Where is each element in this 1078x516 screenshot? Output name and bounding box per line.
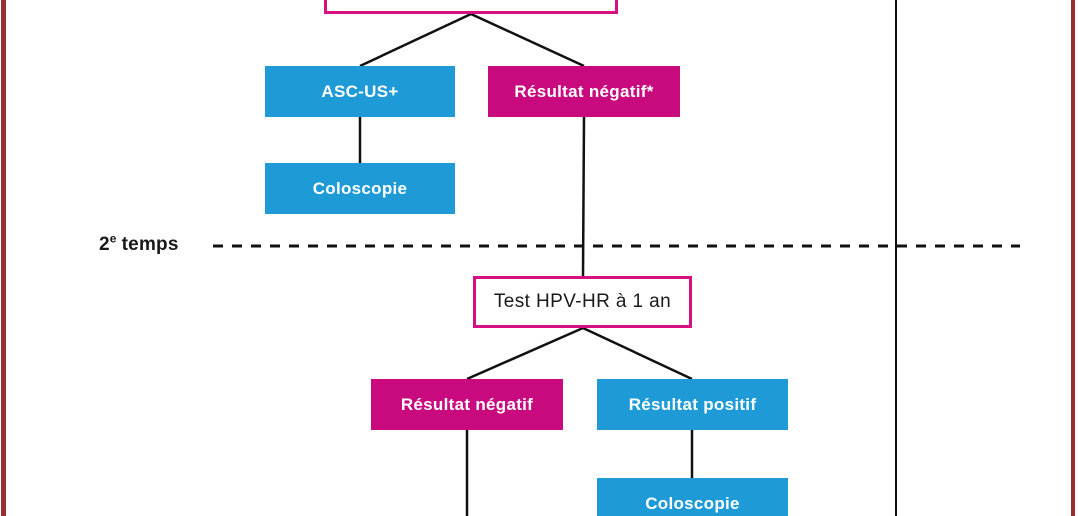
page-border-left	[1, 0, 6, 516]
node-resultat-negatif-2: Résultat négatif	[371, 379, 563, 430]
top-partial-box	[324, 0, 618, 14]
node-resultat-positif: Résultat positif	[597, 379, 788, 430]
node-test-hpv-hr-1an-label: Test HPV-HR à 1 an	[493, 291, 672, 312]
node-resultat-negatif-2-label: Résultat négatif	[400, 394, 534, 414]
edge-top-to-ascus	[359, 12, 472, 68]
node-resultat-positif-label: Résultat positif	[628, 394, 757, 414]
phase-number: 2	[99, 234, 110, 255]
node-coloscopie-1: Coloscopie	[265, 163, 455, 214]
phase-superscript: e	[109, 231, 117, 246]
node-asc-us-label: ASC-US+	[321, 81, 399, 101]
edge-testhpv-to-positif	[582, 326, 693, 381]
node-coloscopie-2: Coloscopie	[597, 478, 788, 516]
edge-testhpv-to-negatif2	[466, 326, 584, 381]
node-coloscopie-1-label: Coloscopie	[312, 178, 408, 198]
edge-negatif1-to-testhpv	[581, 116, 586, 277]
page-border-right	[1071, 0, 1075, 516]
node-test-hpv-hr-1an: Test HPV-HR à 1 an	[473, 276, 692, 328]
node-resultat-negatif-1-label: Résultat négatif*	[514, 81, 654, 101]
edge-top-to-negatif1	[470, 12, 585, 68]
node-asc-us: ASC-US+	[265, 66, 455, 117]
node-resultat-negatif-1: Résultat négatif*	[488, 66, 680, 117]
node-coloscopie-2-label: Coloscopie	[645, 493, 740, 513]
phase-word: temps	[121, 234, 179, 255]
